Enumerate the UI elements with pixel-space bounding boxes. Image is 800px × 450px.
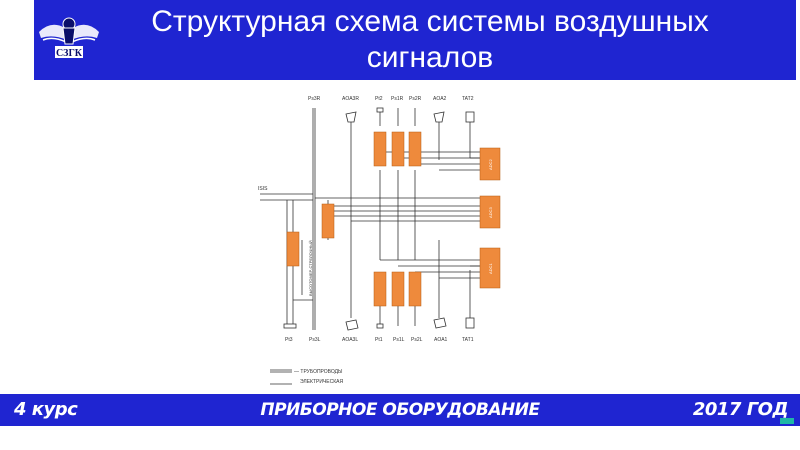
footer-course: 4 курс (14, 399, 78, 420)
air-data-system-diagram: Ps3R AOA3R Pt2 Ps1R Ps2R AOA2 TAT2 Pt3 P… (258, 96, 501, 385)
label-ps2l: Ps2L (411, 337, 423, 343)
adc2-label: ADC2 (488, 159, 493, 170)
adc1-block (479, 247, 501, 289)
footer-subject: ПРИБОРНОЕ ОБОРУДОВАНИЕ (260, 400, 540, 420)
adc3-label: ADC3 (488, 207, 493, 218)
tat2-probe-icon (465, 111, 475, 123)
aoa2-probe-icon (433, 111, 445, 123)
module-block (391, 131, 405, 167)
pt3-probe-icon (283, 323, 297, 329)
module-block (408, 271, 422, 307)
adc2-block (479, 147, 501, 181)
title-line-2: сигналов (366, 41, 494, 74)
logo-text: СЗГК (56, 48, 83, 59)
label-pt2: Pt2 (375, 96, 383, 102)
module-block (321, 203, 335, 239)
label-ps3r: Ps3R (308, 96, 321, 102)
module-block (373, 131, 387, 167)
title-banner (34, 0, 796, 80)
corner-marker (780, 418, 794, 424)
label-isis: ISIS (258, 186, 268, 192)
legend-electric: ЭЛЕКТРИЧЕСКАЯ (300, 379, 343, 385)
title-line-1: Структурная схема системы воздушных (151, 5, 709, 38)
label-aoa2: AOA2 (433, 96, 447, 102)
module-block (286, 231, 300, 267)
pt2-probe-icon (376, 107, 384, 113)
adc1-label: ADC1 (488, 263, 493, 274)
module-block (373, 271, 387, 307)
module-block (391, 271, 405, 307)
adc3-block (479, 195, 501, 229)
aoa1-probe-icon (433, 317, 447, 329)
label-aoa3r: AOA3R (342, 96, 359, 102)
side-note-label: ВЫСОТОМЕР-СТРЕЛОЧНЫЙ (308, 240, 313, 296)
label-ps1l: Ps1L (393, 337, 405, 343)
aoa3l-probe-icon (345, 319, 359, 331)
label-aoa1: AOA1 (434, 337, 448, 343)
logo-emblem-icon: СЗГК (39, 17, 99, 59)
label-tat1: TAT1 (462, 337, 474, 343)
legend-pipe: — ТРУБОПРОВОДЫ (294, 369, 343, 375)
label-ps2r: Ps2R (409, 96, 422, 102)
module-block (408, 131, 422, 167)
label-ps3l: Ps3L (309, 337, 321, 343)
label-tat2: TAT2 (462, 96, 474, 102)
footer-bar: 4 курс ПРИБОРНОЕ ОБОРУДОВАНИЕ 2017 ГОД (0, 394, 800, 426)
footer-year: 2017 ГОД (692, 399, 789, 420)
label-aoa3l: AOA3L (342, 337, 358, 343)
tat1-probe-icon (465, 317, 475, 329)
label-ps1r: Ps1R (391, 96, 404, 102)
label-pt3: Pt3 (285, 337, 293, 343)
aoa3r-probe-icon (345, 111, 357, 123)
label-pt1: Pt1 (375, 337, 383, 343)
page-title: Структурная схема системы воздушных сигн… (80, 4, 780, 76)
pt1-probe-icon (376, 323, 384, 329)
